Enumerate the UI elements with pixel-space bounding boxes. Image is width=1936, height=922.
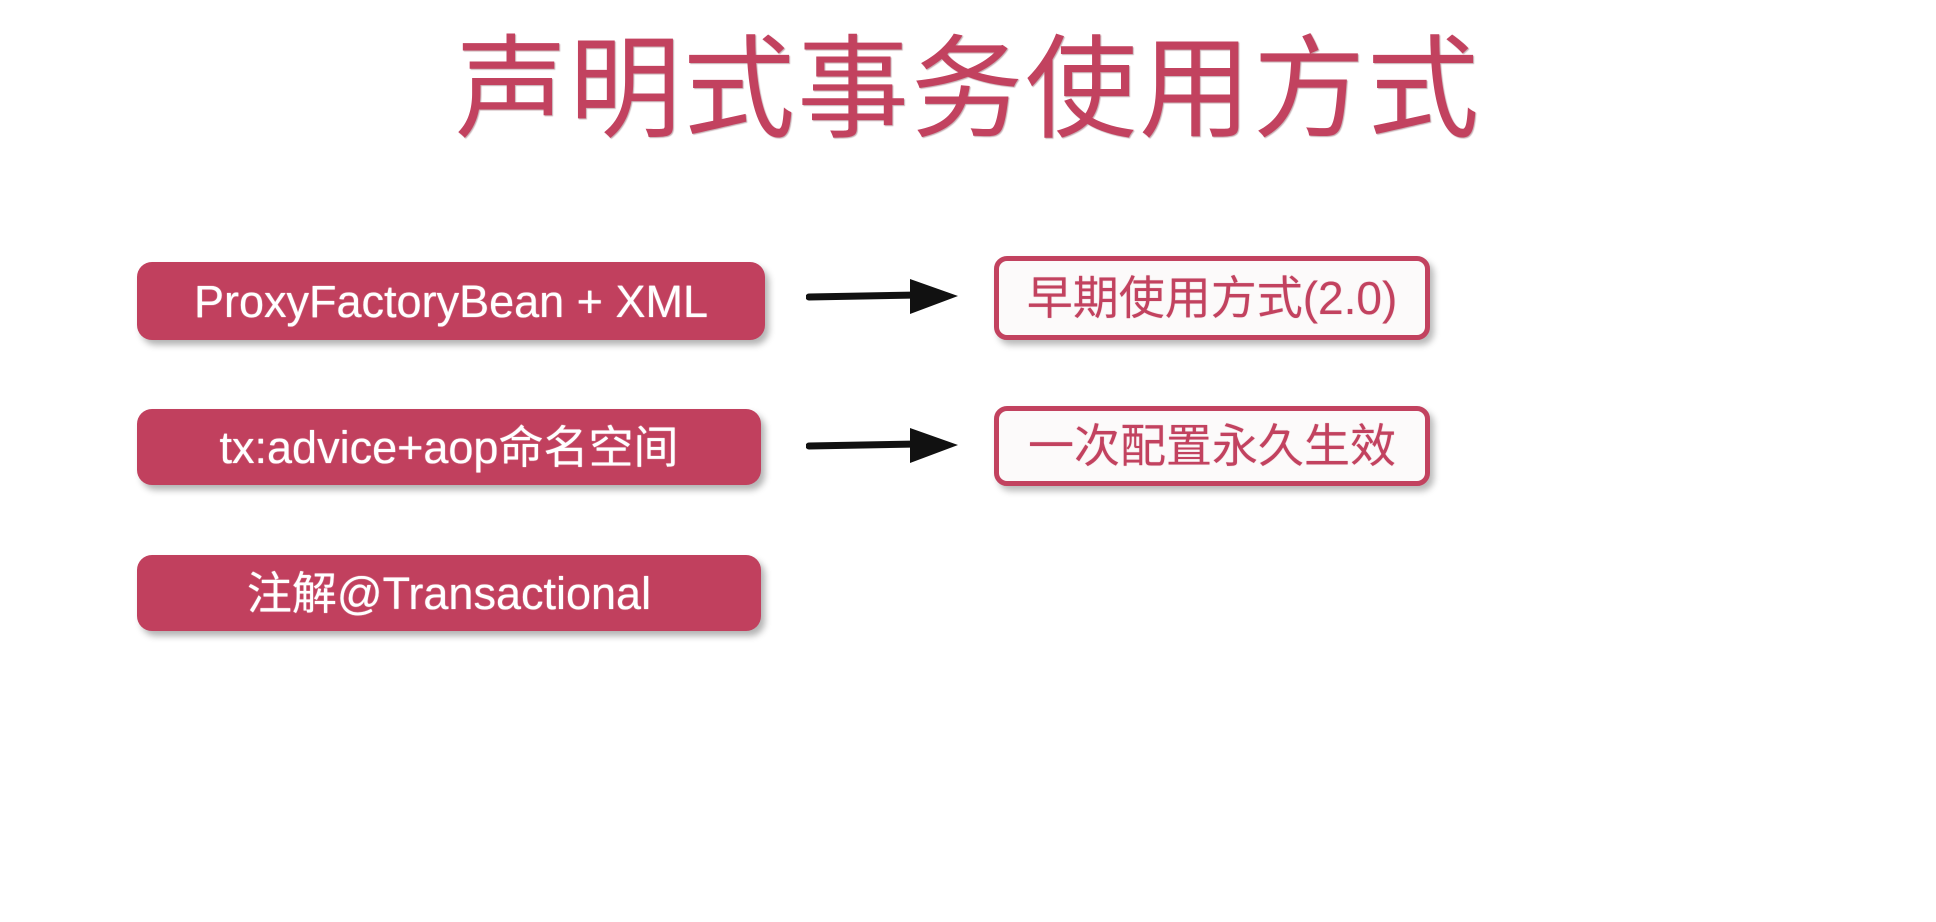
approach-chip-label: tx:advice+aop命名空间 <box>219 421 679 473</box>
approach-chip-label: 注解@Transactional <box>246 567 652 619</box>
arrow-right-icon-1 <box>806 273 966 319</box>
outcome-box-configure-once[interactable]: 一次配置永久生效 <box>994 406 1430 486</box>
outcome-box-label: 一次配置永久生效 <box>1028 420 1396 472</box>
approach-chip-annotation[interactable]: 注解@Transactional <box>137 555 761 631</box>
approach-chip-label: ProxyFactoryBean + XML <box>194 275 708 327</box>
page-title: 声明式事务使用方式 <box>455 27 1481 152</box>
outcome-box-early-usage[interactable]: 早期使用方式(2.0) <box>994 256 1430 340</box>
arrow-right-icon-2 <box>806 422 966 468</box>
outcome-box-label: 早期使用方式(2.0) <box>1026 272 1398 324</box>
approach-chip-tx-advice[interactable]: tx:advice+aop命名空间 <box>137 409 761 485</box>
approach-chip-proxyfactorybean[interactable]: ProxyFactoryBean + XML <box>137 262 765 340</box>
